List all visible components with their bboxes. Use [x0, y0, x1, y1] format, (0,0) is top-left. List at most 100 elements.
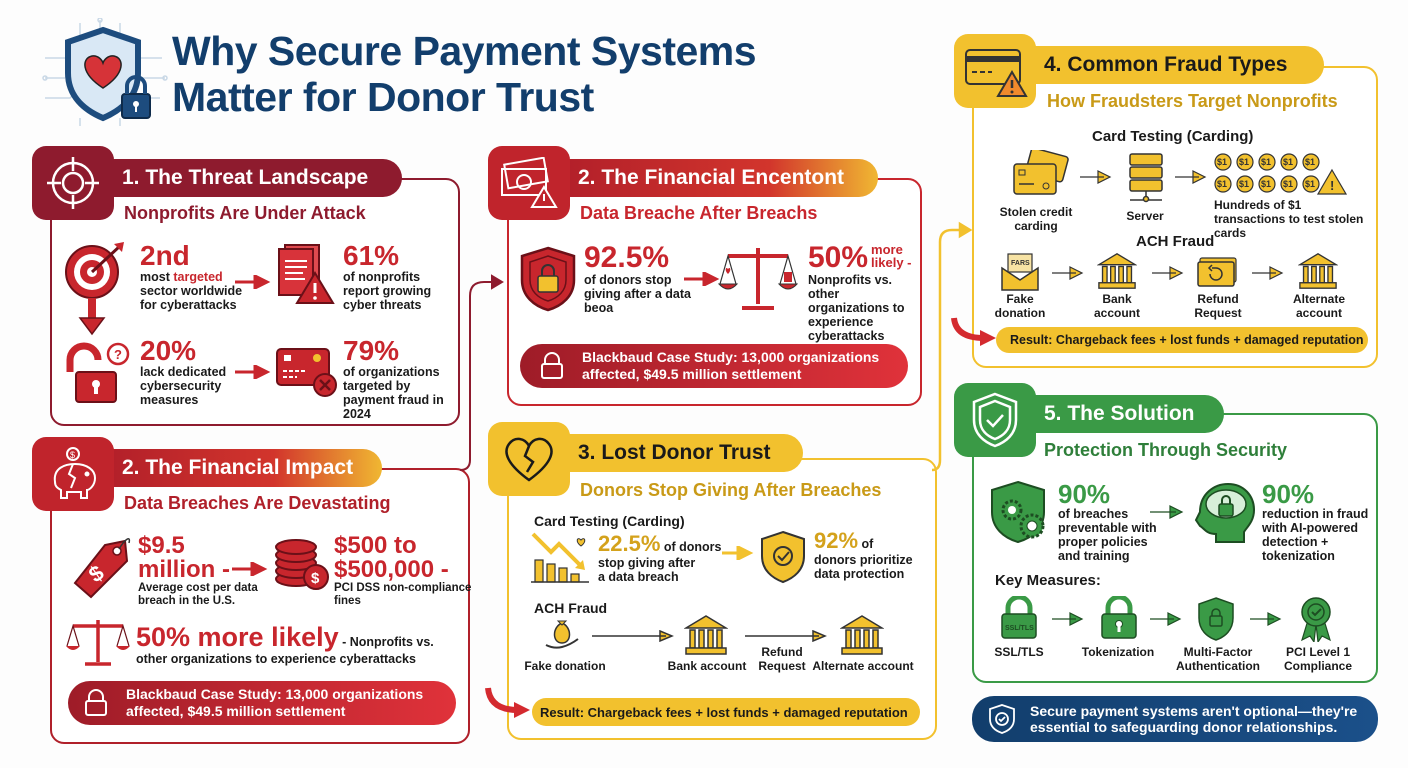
lost-donor-trust-banner: 3. Lost Donor Trust	[568, 434, 803, 472]
threat-landscape-banner: 1. The Threat Landscape	[112, 159, 402, 197]
coins-warning-icon: $1$1$1$1$1$1$1$1$1$1!	[1214, 152, 1350, 196]
arrow-right-icon	[1152, 266, 1186, 280]
stat-text-inline: - Nonprofits vs.	[338, 635, 434, 649]
stat-value-line2: million -	[138, 556, 230, 583]
flow-label-fake-donation: Fake donation	[994, 292, 1046, 320]
arrow-right-icon	[1150, 505, 1186, 519]
arrow-right-icon	[1052, 612, 1086, 626]
svg-text:?: ?	[114, 347, 122, 362]
stat-text: of nonprofits report growing cyber threa…	[343, 270, 432, 312]
flow-label-hundreds: Hundreds of $1 transactions to test stol…	[1214, 198, 1364, 240]
stat-value: 92.5%	[584, 241, 670, 274]
bank-icon	[840, 614, 884, 656]
arrow-right-icon	[722, 546, 754, 560]
flow-label-server: Server	[1126, 209, 1164, 223]
section-subtitle: Data Breaches Are Devastating	[124, 493, 391, 513]
stat-2nd: 2nd most targeted sector worldwide for c…	[140, 242, 260, 313]
stat-90-preventable: 90% of breaches preventable with proper …	[1058, 481, 1168, 563]
credit-card-x-icon	[275, 345, 339, 399]
head-brain-lock-icon	[1192, 482, 1256, 544]
measure-label-tokenization: Tokenization	[1081, 645, 1155, 659]
result-text: Result: Chargeback fees + lost funds + d…	[1010, 332, 1364, 347]
case-study-text: Blackbaud Case Study: 13,000 organizatio…	[126, 686, 424, 719]
flow-label-refund-request: Refund Request	[1194, 292, 1242, 320]
stat-92: 92% of donors prioritize data protection	[814, 530, 934, 582]
svg-text:!: !	[1330, 178, 1334, 193]
section-title: 5. The Solution	[1044, 402, 1195, 425]
stat-value: 20%	[140, 335, 197, 366]
flow-label-fake-donation: Fake donation	[524, 659, 606, 673]
flow-label-bank-account: Bank account	[1093, 292, 1140, 320]
stat-suffix: more likely -	[871, 242, 912, 270]
threat-landscape-card	[50, 178, 460, 426]
svg-text:SSL/TLS: SSL/TLS	[1005, 625, 1034, 632]
svg-text:$1: $1	[1239, 179, 1249, 189]
common-fraud-types-banner: 4. Common Fraud Types	[1034, 46, 1324, 84]
card-testing-label: Card Testing (Carding)	[534, 513, 685, 529]
section-subtitle: Nonprofits Are Under Attack	[124, 203, 366, 223]
coin-stack-icon: $	[272, 533, 332, 593]
svg-text:$1: $1	[1261, 157, 1271, 167]
svg-text:$1: $1	[1239, 157, 1249, 167]
flow-label-alternate-account: Alternate account	[812, 659, 914, 673]
stat-text: of donors stop giving after a data beoa	[584, 273, 691, 315]
bank-icon	[1298, 252, 1338, 290]
ach-fraud-label: ACH Fraud	[534, 600, 608, 616]
section-title: 2. The Financial Impact	[122, 456, 354, 479]
documents-warning-icon	[275, 243, 335, 305]
arrow-right-icon	[1250, 612, 1284, 626]
compliance-badge-icon	[1298, 596, 1334, 642]
flow-label-stolen-cards: Stolen credit carding	[999, 205, 1073, 233]
stat-text: most targeted sector worldwide for cyber…	[140, 270, 243, 312]
stat-text: donors prioritize data protection	[814, 553, 913, 581]
stat-text-inline: of donors	[660, 540, 722, 554]
section-title: 3. Lost Donor Trust	[578, 441, 771, 464]
broken-heart-icon	[488, 422, 570, 496]
stat-90-reduction: 90% reduction in fraud with AI-powered d…	[1262, 481, 1374, 563]
footer-message-text: Secure payment systems aren't optional—t…	[1030, 703, 1358, 735]
case-study-text: Blackbaud Case Study: 13,000 organizatio…	[582, 349, 880, 382]
padlock-icon	[540, 352, 564, 380]
key-measures-label: Key Measures:	[995, 572, 1101, 589]
stat-79: 79% of organizations targeted by payment…	[343, 337, 461, 422]
stat-text: Average cost per data breach in the U.S.	[138, 582, 258, 607]
declining-chart-icon	[531, 532, 591, 584]
measure-label-mfa: Multi-Factor Authentication	[1176, 645, 1260, 673]
stat-text-inline: of	[858, 537, 874, 551]
arrow-right-icon	[592, 630, 676, 642]
curved-red-arrow-icon	[484, 686, 534, 722]
connector-arrow	[458, 270, 508, 480]
arrow-right-icon	[235, 275, 271, 289]
broken-piggy-bank-icon: $	[32, 437, 114, 511]
card-warning-icon	[954, 34, 1036, 108]
common-fraud-types-card	[972, 66, 1378, 368]
measure-label-pci: PCI Level 1 Compliance	[1283, 645, 1352, 673]
price-tag-icon: $	[65, 533, 135, 603]
svg-text:$1: $1	[1217, 157, 1227, 167]
section-subtitle: Data Breache After Breachs	[580, 203, 818, 223]
balance-scale-icon	[718, 244, 798, 314]
section-title: 1. The Threat Landscape	[122, 166, 369, 189]
section-title: 2. The Financial Encentont	[578, 166, 845, 189]
stat-92-5: 92.5% of donors stop giving after a data…	[584, 241, 694, 316]
footer-message-pill: Secure payment systems aren't optional—t…	[972, 696, 1378, 742]
svg-text:$: $	[70, 450, 75, 460]
stat-value: 50% more likely	[136, 622, 339, 652]
result-pill: Result: Chargeback fees + lost funds + d…	[532, 698, 920, 726]
flow-label-bank-account: Bank account	[667, 659, 747, 673]
stat-text: stop giving after a data breach	[598, 556, 696, 584]
crosshair-icon	[32, 146, 114, 220]
stat-20: 20% lack dedicated cybersecurity measure…	[140, 335, 260, 408]
unlocked-padlock-icon: ?	[62, 340, 132, 406]
mfa-shield-icon	[1196, 596, 1236, 642]
ach-fraud-label: ACH Fraud	[1136, 233, 1215, 250]
shield-padlock-icon	[518, 246, 578, 312]
title-line-1: Why Secure Payment Systems	[172, 28, 757, 74]
section-subtitle: Protection Through Security	[1044, 440, 1288, 460]
stat-value: 50%	[808, 241, 869, 274]
stat-50-more-likely: 50% more likely - Nonprofits vs. other o…	[136, 622, 466, 667]
svg-text:$1: $1	[1283, 179, 1293, 189]
section-subtitle: How Fraudsters Target Nonprofits	[1047, 91, 1338, 111]
server-icon	[1124, 152, 1168, 204]
stat-value-line1: $9.5	[138, 532, 185, 559]
